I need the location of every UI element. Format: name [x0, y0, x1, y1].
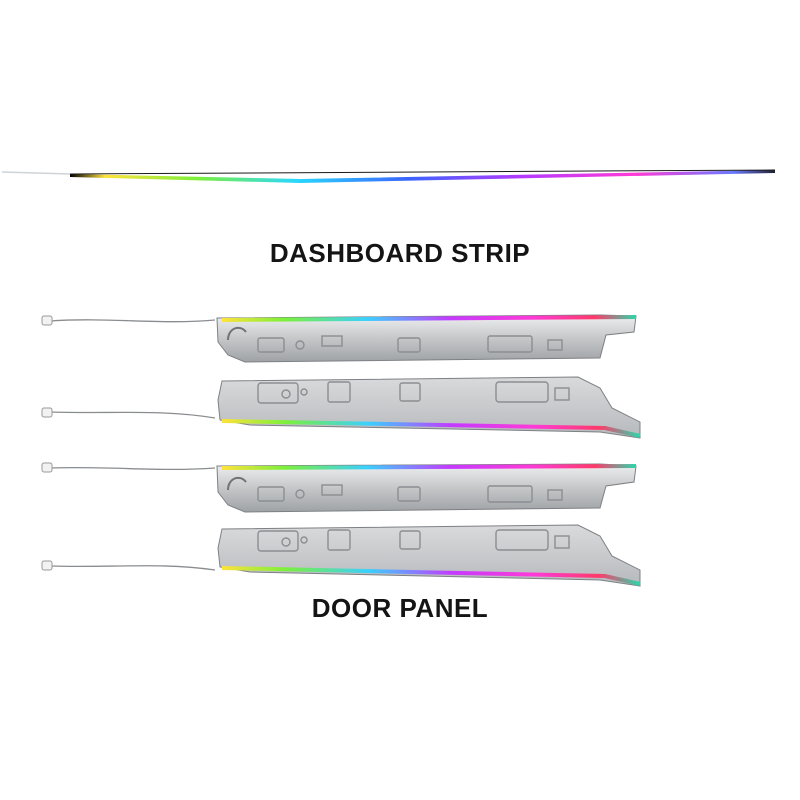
dashboard-strip [1, 169, 776, 183]
door-panel-strip [41, 462, 637, 513]
door-panel-strip [41, 376, 641, 439]
door-panel-label: DOOR PANEL [311, 593, 489, 623]
door-panel-strip [41, 524, 641, 587]
dashboard-strip-label: DASHBOARD STRIP [269, 238, 531, 268]
door-panel-strip [41, 314, 637, 363]
